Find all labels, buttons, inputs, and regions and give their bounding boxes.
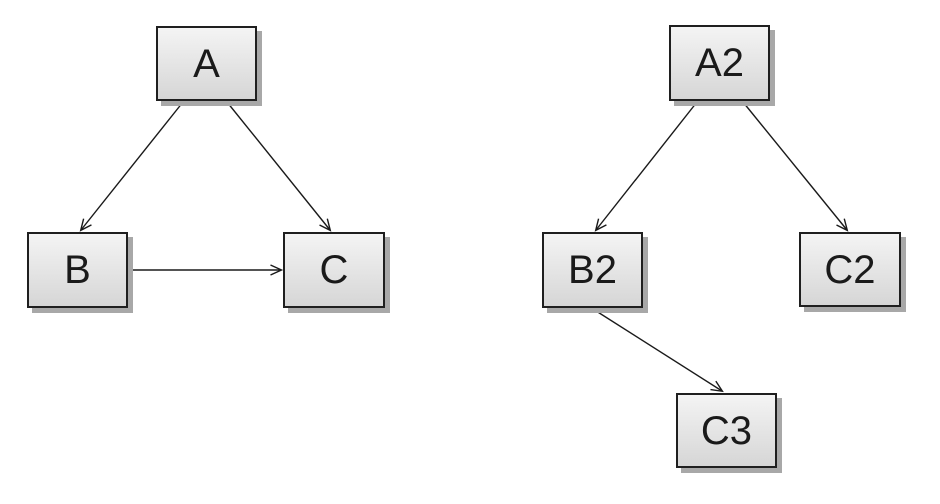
- node-label-B: B: [64, 248, 91, 292]
- edge-A2-B2: [594, 101, 698, 232]
- node-label-B2: B2: [568, 248, 617, 292]
- node-C2: C2: [799, 232, 901, 307]
- node-A: A: [156, 26, 257, 101]
- edge-A-B: [79, 101, 184, 232]
- edge-B2-C3: [592, 308, 724, 393]
- edge-A-C: [226, 101, 332, 232]
- node-B: B: [27, 232, 128, 308]
- node-A2: A2: [669, 25, 770, 101]
- node-label-A: A: [193, 41, 220, 86]
- node-label-C: C: [319, 248, 349, 292]
- node-label-C2: C2: [824, 247, 876, 292]
- node-B2: B2: [542, 232, 643, 308]
- node-label-A2: A2: [695, 41, 744, 85]
- node-label-C3: C3: [700, 408, 753, 453]
- node-C: C: [283, 232, 385, 308]
- node-C3: C3: [676, 393, 777, 468]
- edges-group: [79, 101, 849, 393]
- edge-A2-C2: [742, 101, 849, 232]
